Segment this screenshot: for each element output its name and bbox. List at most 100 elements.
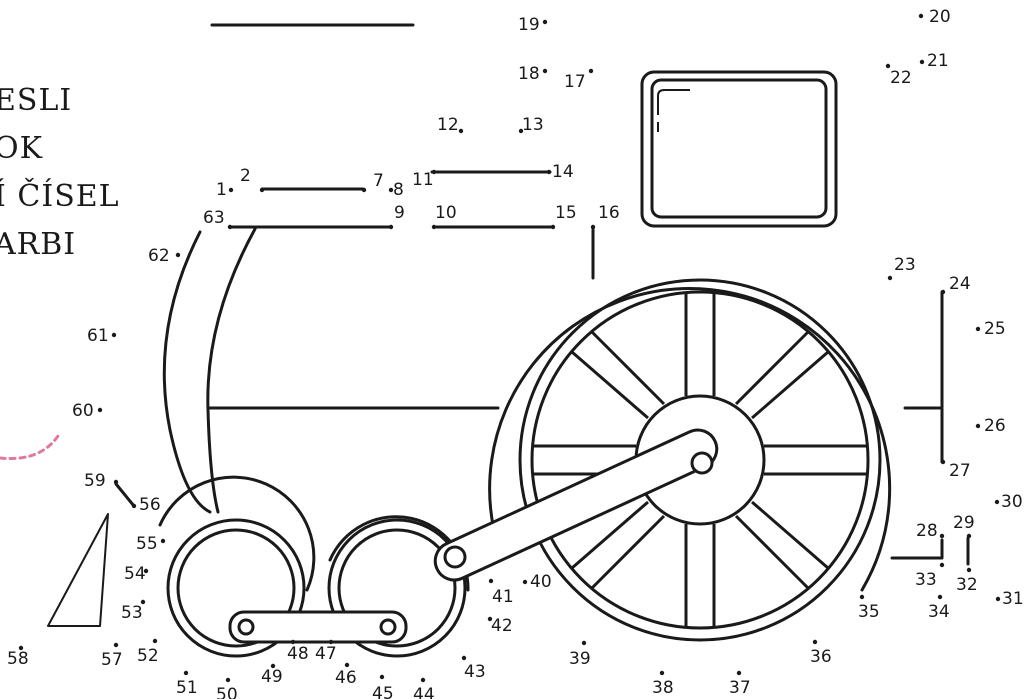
dot-40-label: 40 — [530, 572, 552, 592]
dot-63-point — [227, 224, 233, 230]
dot-59-point — [113, 479, 119, 485]
dot-1-point — [228, 187, 234, 193]
dot-19-label: 19 — [518, 15, 540, 35]
dot-47-label: 47 — [315, 644, 337, 664]
dot-13-point — [518, 128, 524, 134]
title-line-1: ESLI — [0, 83, 73, 118]
cab-front-curve — [162, 230, 212, 514]
dot-54-label: 54 — [124, 564, 146, 584]
dot-40-point — [522, 579, 528, 585]
dot-43-label: 43 — [464, 662, 486, 682]
dot-10-label: 10 — [435, 203, 457, 223]
dot-55-label: 55 — [136, 534, 158, 554]
dot-21-point — [919, 59, 925, 65]
step-line — [890, 538, 944, 560]
small-wheel-front-inner — [337, 528, 457, 648]
dot-39-point — [581, 640, 587, 646]
dot-57-point — [113, 642, 119, 648]
dot-8-point — [388, 187, 394, 193]
dot-21-label: 21 — [927, 51, 949, 71]
dot-57-label: 57 — [101, 650, 123, 670]
dot-54-point — [143, 568, 149, 574]
window-glint — [657, 89, 690, 115]
title-line-3: Í ČÍSEL — [0, 179, 120, 214]
dot-16-point — [590, 224, 596, 230]
cab-window-inner — [650, 78, 828, 219]
coupling-rod-pin-right — [379, 618, 397, 636]
dot-53-point — [140, 599, 146, 605]
dot-62-label: 62 — [148, 246, 170, 266]
dot-9-label: 9 — [394, 203, 405, 223]
dot-25-label: 25 — [984, 319, 1006, 339]
dot-24-point — [940, 289, 946, 295]
dot-37-label: 37 — [729, 678, 751, 698]
dot-17-label: 17 — [564, 72, 586, 92]
dot-49-point — [270, 663, 276, 669]
dot-62-point — [175, 252, 181, 258]
dot-20-point — [918, 13, 924, 19]
dot-35-label: 35 — [858, 602, 880, 622]
dot-34-point — [937, 594, 943, 600]
dot-36-label: 36 — [810, 647, 832, 667]
dot-51-label: 51 — [176, 678, 198, 698]
dot-59-label: 59 — [84, 471, 106, 491]
dot-27-label: 27 — [949, 461, 971, 481]
big-wheel-rim — [518, 278, 882, 642]
dot-23-point — [887, 275, 893, 281]
dot-29-point — [966, 533, 972, 539]
dot-7-point — [361, 187, 367, 193]
dot-12-point — [458, 128, 464, 134]
dot-1-label: 1 — [216, 180, 227, 200]
dot-31-label: 31 — [1002, 589, 1024, 609]
dot-23-label: 23 — [894, 255, 916, 275]
dot-10-point — [431, 224, 437, 230]
dot-44-label: 44 — [413, 685, 435, 699]
dot-47-point — [328, 639, 334, 645]
dot-56-label: 56 — [139, 495, 161, 515]
dot-48-point — [290, 639, 296, 645]
dot-46-point — [344, 662, 350, 668]
dot-22-label: 22 — [890, 68, 912, 88]
dot-11-label: 11 — [412, 170, 434, 190]
dot-26-point — [975, 423, 981, 429]
dot-60-label: 60 — [72, 401, 94, 421]
dot-51-point — [183, 670, 189, 676]
dot-41-label: 41 — [492, 587, 514, 607]
rod-pin-front — [443, 545, 467, 569]
dot-33-label: 33 — [915, 570, 937, 590]
big-wheel — [488, 278, 892, 642]
dot-20-label: 20 — [929, 7, 951, 27]
small-wheel-rear-arc — [158, 475, 316, 592]
connecting-rod — [433, 428, 719, 582]
dot-2-label: 2 — [240, 166, 251, 186]
dot-52-label: 52 — [137, 646, 159, 666]
dot-53-label: 53 — [121, 603, 143, 623]
dot-42-label: 42 — [491, 616, 513, 636]
coupling-rod — [228, 610, 408, 644]
dot-12-label: 12 — [437, 115, 459, 135]
dot-45-point — [379, 674, 385, 680]
dot-19-point — [542, 19, 548, 25]
dot-34-label: 34 — [928, 602, 950, 622]
dot-26-label: 26 — [984, 416, 1006, 436]
dot-8-label: 8 — [393, 180, 404, 200]
dot-27-point — [940, 459, 946, 465]
dot-63-label: 63 — [203, 208, 225, 228]
dot-9-point — [388, 224, 394, 230]
dot-43-point — [461, 655, 467, 661]
dot-18-point — [542, 68, 548, 74]
dot-14-label: 14 — [552, 162, 574, 182]
dot-36-point — [812, 639, 818, 645]
dot-38-label: 38 — [652, 678, 674, 698]
cab-inner-curve — [206, 227, 257, 514]
dot-11-point — [431, 169, 437, 175]
rod-pin-rear — [690, 451, 714, 475]
dot-32-point — [966, 567, 972, 573]
dot-30-label: 30 — [1001, 492, 1023, 512]
dot-52-point — [152, 638, 158, 644]
small-wheel-rear-inner — [176, 528, 296, 648]
big-wheel-rim-outer — [488, 287, 892, 592]
dot-29-label: 29 — [953, 513, 975, 533]
